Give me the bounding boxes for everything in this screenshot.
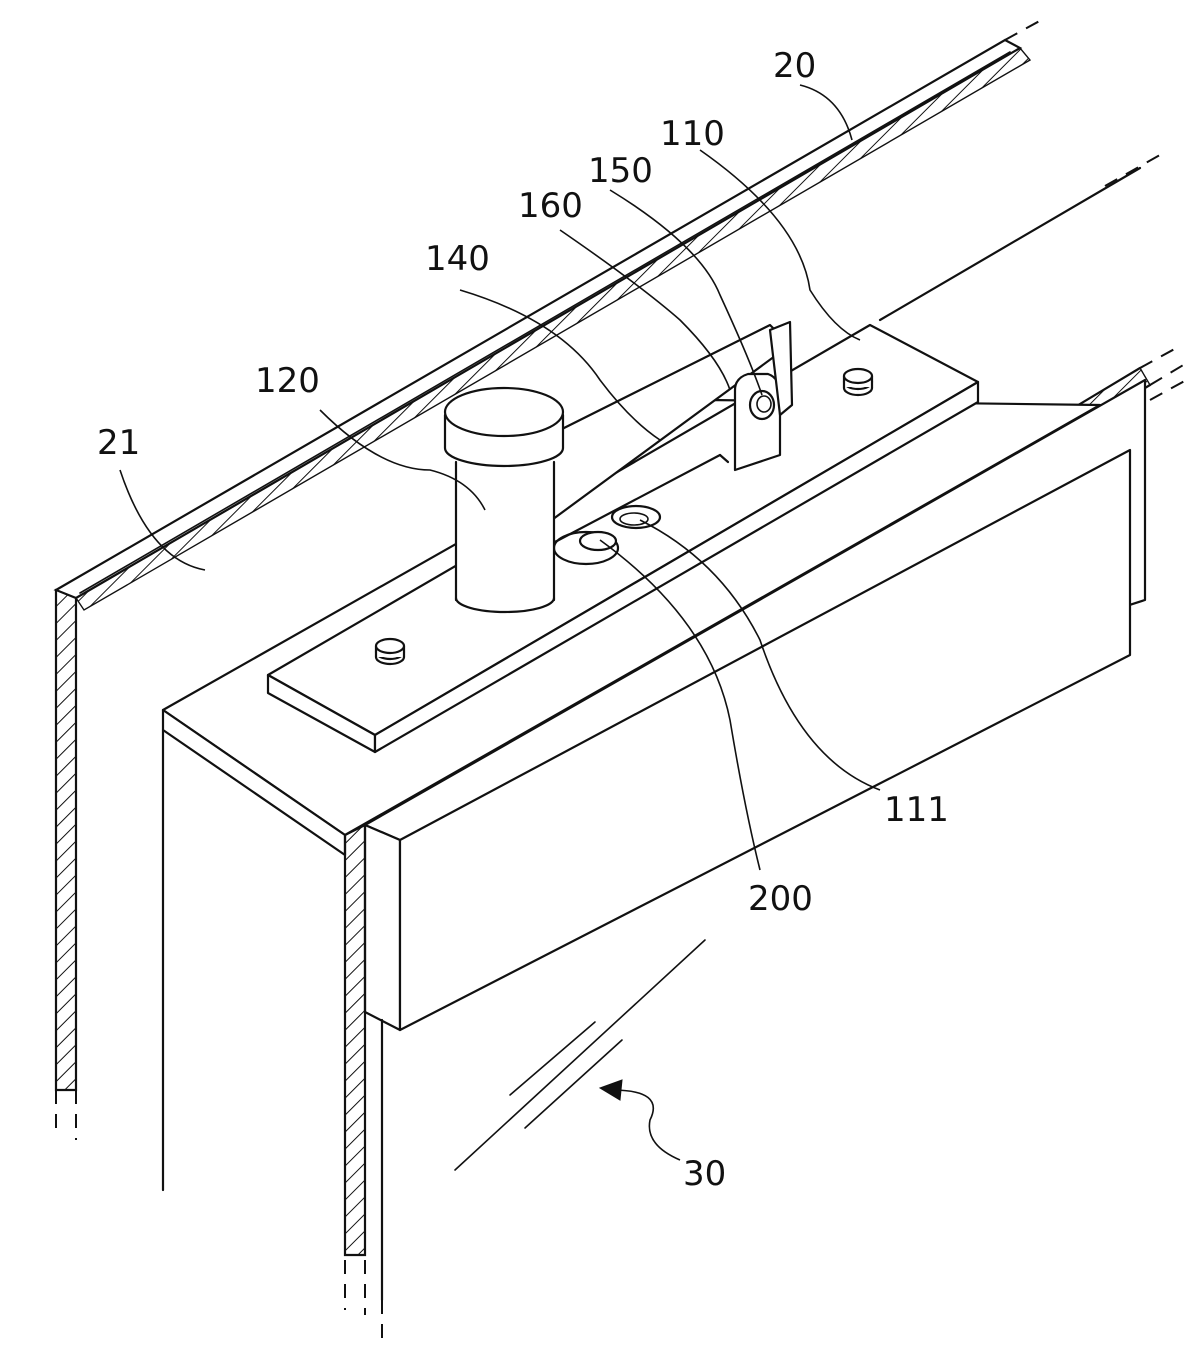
cylinder-120 <box>445 388 563 612</box>
label-120: 120 <box>255 361 320 401</box>
label-20: 20 <box>773 46 816 86</box>
label-150: 150 <box>588 151 653 191</box>
label-110: 110 <box>660 114 725 154</box>
label-111: 111 <box>884 790 949 830</box>
label-140: 140 <box>425 239 490 279</box>
label-21: 21 <box>97 423 140 463</box>
label-160: 160 <box>518 186 583 226</box>
label-30: 30 <box>683 1154 726 1194</box>
label-200: 200 <box>748 879 813 919</box>
